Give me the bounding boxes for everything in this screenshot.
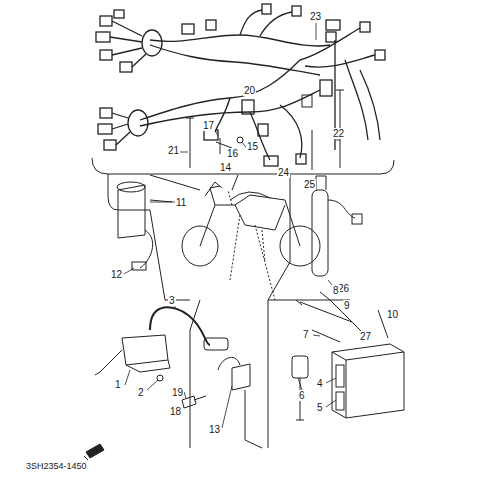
callout-number: 15 bbox=[246, 141, 259, 152]
callout-number: 13 bbox=[208, 424, 221, 435]
callout-number: 24 bbox=[277, 167, 290, 178]
callout-number: 25 bbox=[303, 179, 316, 190]
cable-band bbox=[186, 90, 344, 170]
callout-number: 11 bbox=[175, 197, 187, 208]
section-bracket bbox=[150, 175, 238, 190]
leader-line bbox=[124, 23, 340, 428]
callout-number: 5 bbox=[316, 402, 324, 413]
callout-number: 18 bbox=[169, 406, 182, 417]
front-arrow-symbol bbox=[84, 444, 104, 460]
callout-number: 27 bbox=[359, 331, 372, 342]
callout-number: 21 bbox=[167, 145, 180, 156]
battery bbox=[332, 344, 404, 418]
callout-number: 4 bbox=[316, 378, 324, 389]
neutral-switch bbox=[218, 357, 262, 448]
plug-lead bbox=[150, 307, 228, 350]
section-bracket bbox=[108, 174, 190, 300]
wire-harness bbox=[96, 4, 385, 166]
callout-number: 7 bbox=[302, 329, 310, 340]
callout-number: 20 bbox=[243, 85, 256, 96]
callout-number: 6 bbox=[298, 390, 306, 401]
callout-number: 14 bbox=[219, 162, 232, 173]
fuel-sender bbox=[312, 176, 362, 276]
sub-lead bbox=[296, 300, 352, 322]
callout-number: 10 bbox=[386, 309, 399, 320]
callout-number: 22 bbox=[332, 128, 345, 139]
section-bracket bbox=[92, 158, 394, 174]
starter-relay bbox=[292, 356, 308, 420]
callout-number: 19 bbox=[171, 387, 184, 398]
callout-number: 16 bbox=[226, 148, 239, 159]
callout-number: 23 bbox=[309, 11, 322, 22]
callout-number: 8 bbox=[332, 285, 340, 296]
location-line bbox=[228, 190, 275, 300]
drawing-code: 3SH2354-1450 bbox=[25, 461, 88, 472]
battery-lead bbox=[312, 292, 388, 342]
callout-number: 2 bbox=[137, 387, 145, 398]
callout-number: 12 bbox=[110, 269, 123, 280]
main-switch bbox=[117, 182, 172, 270]
callout-number: 3 bbox=[168, 295, 176, 306]
ignition-coil bbox=[95, 335, 170, 381]
callout-number: 1 bbox=[114, 379, 122, 390]
callout-number: 9 bbox=[343, 300, 351, 311]
motorcycle bbox=[182, 182, 320, 266]
callout-number: 17 bbox=[202, 120, 215, 131]
